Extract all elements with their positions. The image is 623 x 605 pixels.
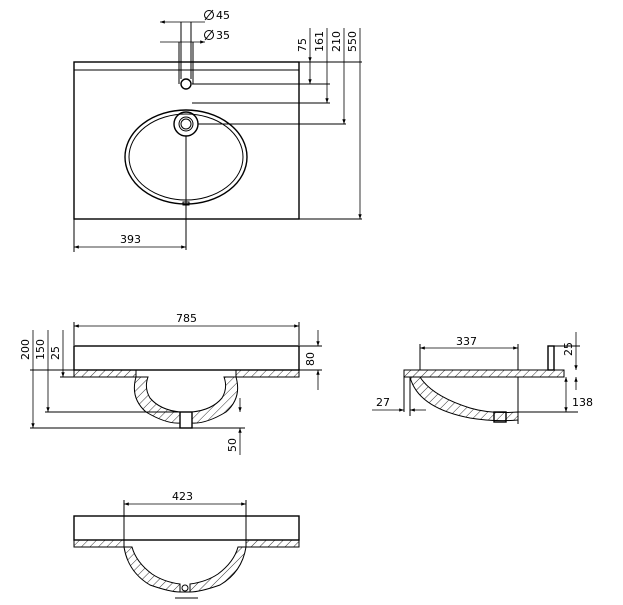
top-view: 45 35 75 161 210 550 393: [73, 9, 362, 252]
dim-200-label: 200: [19, 339, 32, 360]
dim-75-label: 75: [296, 38, 309, 52]
dim-80-label: 80: [304, 352, 317, 366]
dim-785-label: 785: [176, 312, 197, 325]
dim-27-label: 27: [376, 396, 390, 409]
dim-337-label: 337: [456, 335, 477, 348]
dim-210-label: 210: [330, 31, 343, 52]
dim-161-label: 161: [313, 31, 326, 52]
dim-138-label: 138: [572, 396, 593, 409]
diameter-35-label: 35: [204, 29, 230, 42]
dim-423-label: 423: [172, 490, 193, 503]
dim-25-side-label: 25: [562, 342, 575, 356]
dim-393-label: 393: [120, 233, 141, 246]
dim-150-label: 150: [34, 339, 47, 360]
dim-50-label: 50: [226, 438, 239, 452]
faucet-hole: [180, 78, 192, 90]
dim-25-front-label: 25: [49, 346, 62, 360]
drain-outer: [173, 111, 199, 137]
drain-inner: [178, 116, 194, 132]
svg-text:35: 35: [216, 29, 230, 42]
diameter-45-label: 45: [204, 9, 230, 22]
svg-text:45: 45: [216, 9, 230, 22]
side-section: 337 25 138 27: [372, 332, 593, 424]
dim-550-label: 550: [346, 31, 359, 52]
front-section: 785 200 150 25 80 50: [19, 312, 322, 455]
bottom-section: 423: [73, 490, 300, 599]
